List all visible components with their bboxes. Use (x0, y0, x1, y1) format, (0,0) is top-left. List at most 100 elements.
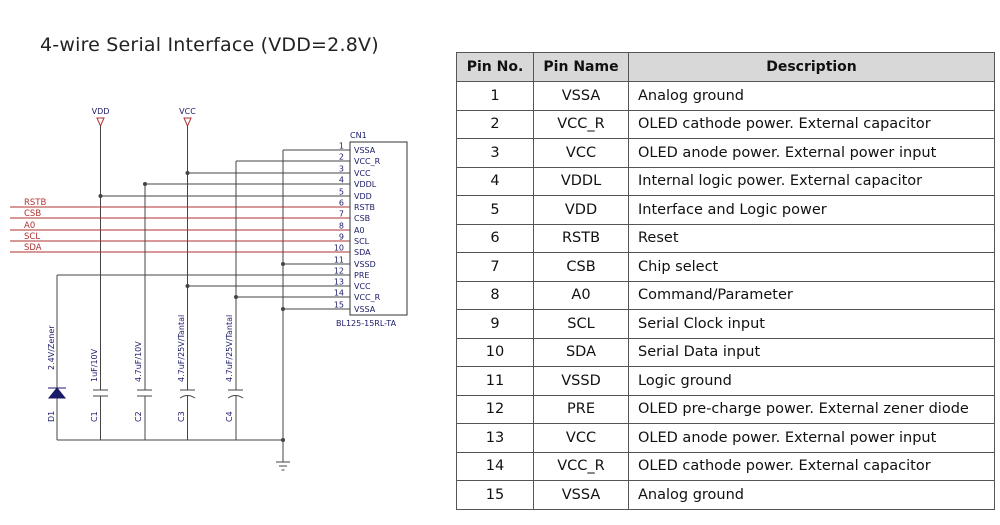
cell-pin-name: VCC (533, 423, 629, 453)
connector-pin-name: VCC_R (354, 157, 381, 166)
cell-description: OLED cathode power. External capacitor (628, 109, 995, 139)
cell-description: OLED cathode power. External capacitor (628, 451, 995, 481)
cell-pin-no: 14 (456, 451, 534, 481)
cell-pin-no: 10 (456, 337, 534, 367)
connector-pin-name: VSSA (354, 146, 376, 155)
connector-pin-number: 15 (334, 301, 344, 310)
connector-pin-number: 6 (339, 199, 344, 208)
signal-label: SCL (24, 232, 40, 242)
connector-pin-name: SDA (354, 248, 371, 257)
connector-pin-number: 3 (339, 165, 344, 174)
connector-pin-number: 14 (334, 289, 344, 298)
connector-ref: CN1 (350, 131, 367, 140)
cell-description: Chip select (628, 252, 995, 282)
connector-pin-number: 11 (334, 256, 344, 265)
c2-ref: C2 (134, 411, 143, 422)
connector-pin-name: VCC (354, 169, 371, 178)
connector-pin-name: CSB (354, 214, 370, 223)
cell-pin-name: SDA (533, 337, 629, 367)
cell-description: OLED pre-charge power. External zener di… (628, 394, 995, 424)
c3-value: 4.7uF/25V/Tantal (177, 315, 186, 382)
cell-pin-no: 8 (456, 280, 534, 310)
cell-description: Analog ground (628, 81, 995, 111)
connector-pin-name: VCC_R (354, 293, 381, 302)
c1-value: 1uF/10V (90, 348, 99, 382)
cell-pin-no: 15 (456, 480, 534, 510)
cell-description: Internal logic power. External capacitor (628, 166, 995, 196)
connector-pin-name: A0 (354, 226, 365, 235)
cell-pin-name: A0 (533, 280, 629, 310)
cell-description: Command/Parameter (628, 280, 995, 310)
cell-description: Logic ground (628, 366, 995, 396)
cell-pin-no: 13 (456, 423, 534, 453)
vcc-arrow (183, 117, 192, 128)
table-header-row: Pin No. Pin Name Description (456, 52, 995, 82)
connector-pin-name: VCC (354, 282, 371, 291)
connector-body (349, 141, 408, 316)
cell-description: OLED anode power. External power input (628, 423, 995, 453)
connector-pin-number: 2 (339, 153, 344, 162)
vdd-arrow (96, 117, 105, 128)
c4-ref: C4 (225, 411, 234, 422)
connector-pin-number: 1 (339, 142, 344, 151)
schematic-diagram: VDD VCC CN1 BL125-15RL-TA 12345678910111… (10, 107, 408, 471)
c2-value: 4.7uF/10V (134, 341, 143, 382)
signal-label: CSB (24, 209, 41, 219)
c3-ref: C3 (177, 411, 186, 422)
zener-diode (47, 387, 67, 399)
cell-pin-name: VSSA (533, 81, 629, 111)
cell-description: Interface and Logic power (628, 195, 995, 225)
c4-value: 4.7uF/25V/Tantal (225, 315, 234, 382)
cell-pin-no: 7 (456, 252, 534, 282)
connector-pin-name: VSSA (354, 305, 376, 314)
connector-pin-name: RSTB (354, 203, 375, 212)
cell-pin-name: RSTB (533, 223, 629, 253)
header-description: Description (628, 52, 995, 82)
cell-pin-no: 2 (456, 109, 534, 139)
connector-pin-number: 5 (339, 188, 344, 197)
cell-pin-no: 5 (456, 195, 534, 225)
connector-pin-number: 4 (339, 176, 344, 185)
connector-pin-number: 7 (339, 210, 344, 219)
connector-pin-name: VDD (354, 192, 372, 201)
cell-pin-no: 3 (456, 138, 534, 168)
signal-label: A0 (24, 221, 35, 231)
connector-pin-number: 12 (334, 267, 344, 276)
page-title: 4-wire Serial Interface (VDD=2.8V) (40, 34, 379, 56)
d1-value: 2.4V/Zener (47, 325, 56, 370)
connector-part: BL125-15RL-TA (336, 319, 397, 328)
connector-pin-name: PRE (354, 271, 369, 280)
cell-description: Reset (628, 223, 995, 253)
rail-label-vdd: VDD (92, 107, 110, 116)
connector-pin-name: VSSD (354, 260, 376, 269)
signal-label: SDA (24, 243, 42, 253)
connector-pin-number: 13 (334, 278, 344, 287)
cell-pin-no: 12 (456, 394, 534, 424)
connector-pin-number: 8 (339, 222, 344, 231)
cell-pin-name: VDD (533, 195, 629, 225)
cell-pin-name: VSSD (533, 366, 629, 396)
cell-description: OLED anode power. External power input (628, 138, 995, 168)
cell-pin-name: SCL (533, 309, 629, 339)
d1-ref: D1 (47, 411, 56, 422)
signal-label: RSTB (24, 198, 46, 208)
connector-pin-number: 10 (334, 244, 344, 253)
header-pin-no: Pin No. (456, 52, 534, 82)
cell-description: Serial Clock input (628, 309, 995, 339)
cell-pin-name: VCC_R (533, 109, 629, 139)
cell-pin-no: 9 (456, 309, 534, 339)
cell-pin-name: VSSA (533, 480, 629, 510)
header-pin-name: Pin Name (533, 52, 629, 82)
cell-pin-no: 6 (456, 223, 534, 253)
